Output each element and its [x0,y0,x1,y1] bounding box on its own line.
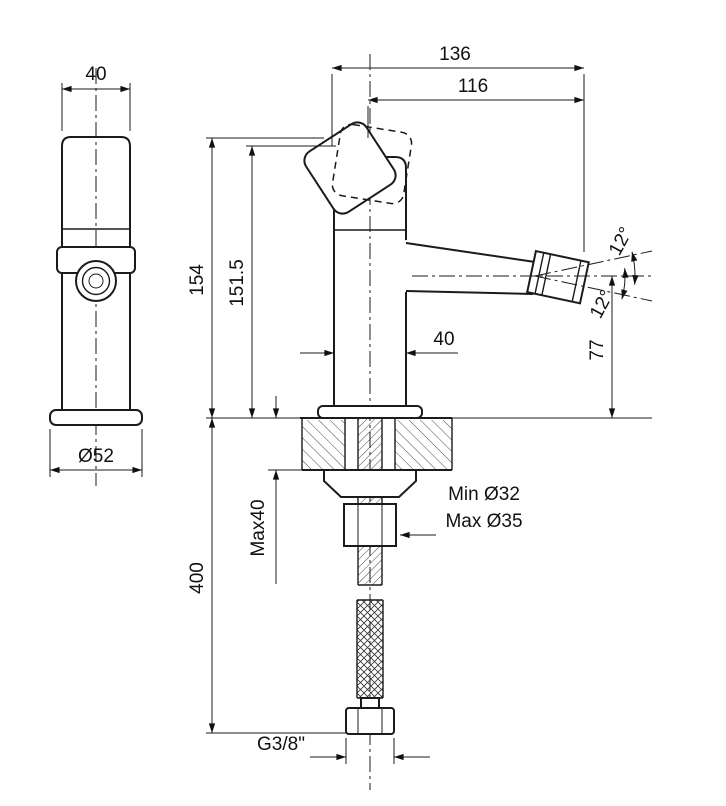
dim-text-thread: G3/8" [257,734,305,755]
dim-text-hole-min: Min Ø32 [448,484,520,505]
fixing-nut-facets [358,504,382,546]
front-body-outline [62,137,130,410]
fixing-nut [344,504,396,546]
shank-hatch [358,418,382,585]
dim-text-body-depth: 40 [433,329,454,350]
deck-hatch-right [395,420,452,470]
dim-text-front-width: 40 [85,64,106,85]
joystick-handle-alt-position [331,123,413,205]
dim-text-reach-aerator: 116 [458,76,488,97]
dim-text-angle-lower: 12° [586,287,618,322]
dim-hole-diameter: Min Ø32 Max Ø35 [400,484,523,539]
hose-connector-nut [346,708,394,734]
hose-connector-neck [361,698,379,708]
dim-text-height-total: 154 [187,264,208,296]
dim-text-aerator-height: 77 [587,339,608,360]
dim-text-hole-max: Max Ø35 [445,511,522,532]
angle-arc-lower [621,268,629,299]
aerator-rings [535,253,581,302]
dim-text-height-aerator: 151.5 [227,259,248,307]
spout-axis-tilt-up [535,251,652,276]
spout-axis-tilt-down [535,276,652,301]
front-handle-knob-mid [83,268,110,295]
deck-hatch-left [302,420,345,470]
handle-outline [300,118,400,218]
deck-side-edges [302,418,452,470]
dim-extension-lines [332,74,584,252]
dim-reach-aerator: 116 [368,76,584,138]
spout-top-line [406,243,535,262]
handle-dashed-outline [331,123,413,205]
dim-deck-thickness: Max40 [248,396,304,584]
front-handle-knob-inner [89,274,103,288]
aerator-body [527,251,589,303]
shank-outline [358,418,382,585]
dim-text-reach-total: 136 [439,44,471,65]
side-body-right-edge-upper [386,157,406,240]
joystick-handle [300,118,400,218]
dim-aerator-height: 77 [587,276,616,418]
hose-connector-nut-facets [358,708,382,734]
dim-thread: G3/8" [257,734,430,764]
side-view: 12° 12° 136 [187,44,652,790]
dim-text-deck-thickness: Max40 [248,499,269,556]
dim-reach-total: 136 [332,44,584,252]
dim-text-base-diameter: Ø52 [78,446,114,467]
aerator [527,251,589,303]
hose-outline [357,600,383,698]
dim-height-aerator: 151.5 [227,146,336,418]
dim-text-hose-length: 400 [187,562,208,594]
dim-body-depth: 40 [300,329,458,357]
dim-front-top-width: 40 [62,64,130,131]
front-base-plate [50,410,142,425]
side-base-plate [318,406,422,418]
dim-hose-length: 400 [187,418,346,733]
spout-bottom-line [406,291,533,294]
angle-arc-upper [631,252,639,285]
front-view: 40 Ø52 [50,64,142,486]
dim-height-total: 154 [187,138,324,418]
fixing-bracket [324,470,416,497]
dim-front-base-diameter: Ø52 [50,429,142,477]
deck-hole-edges [345,418,395,470]
hose-braid [357,600,383,698]
